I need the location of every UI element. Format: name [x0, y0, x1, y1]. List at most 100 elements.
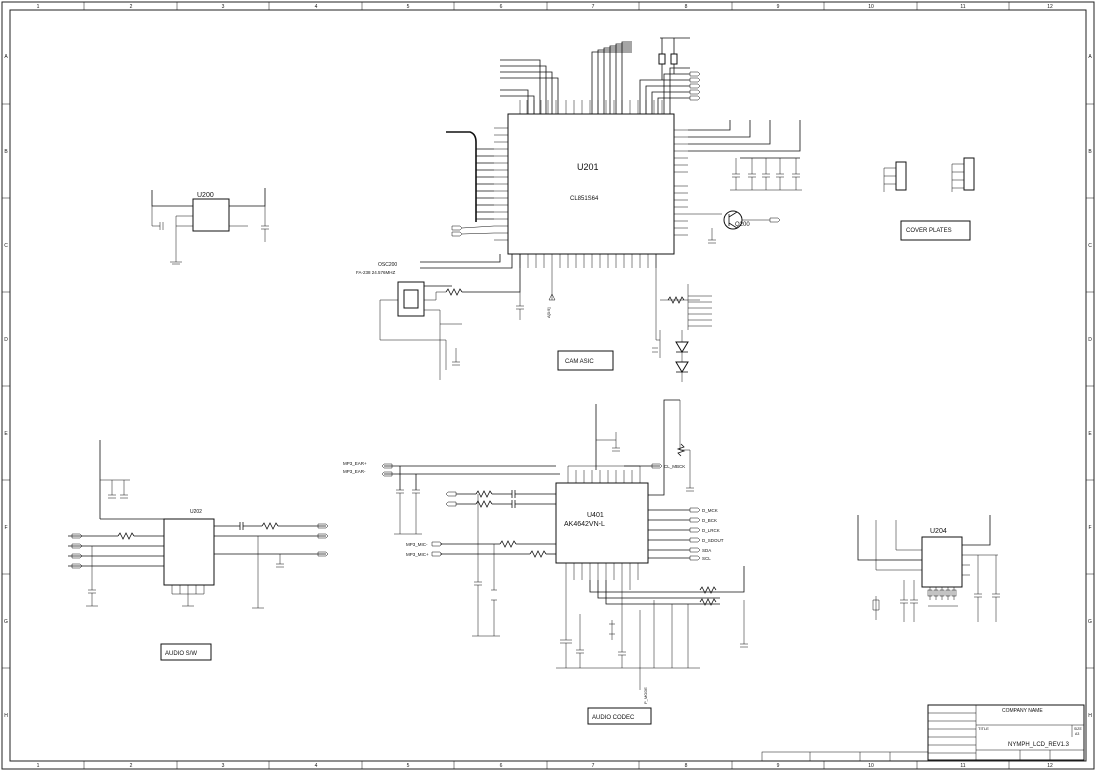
col-label: 6 [500, 763, 503, 769]
u202-block: U202 [68, 440, 329, 609]
osc-block: OSC200 FA-238 24.576MHZ [356, 254, 524, 380]
row-label: A [4, 54, 8, 60]
u201-right-pins [674, 129, 688, 236]
row-label: C [1088, 243, 1092, 249]
net-p-mode: P_MODE [643, 687, 648, 704]
cam-asic-label: CAM ASIC [565, 359, 594, 365]
row-label: D [1088, 337, 1092, 343]
u201-bus-arrow [548, 293, 556, 301]
cam-decoupling [688, 120, 802, 191]
net-d-lrck: D_LRCK [702, 528, 720, 533]
u201-lcd-connector [451, 225, 495, 237]
col-label: 6 [500, 4, 503, 10]
net-mp3-mic-n: MP3_MIC- [406, 542, 428, 547]
col-label: 2 [130, 763, 133, 769]
u204-ref: U204 [930, 528, 947, 535]
row-label: F [4, 525, 7, 531]
row-label: B [4, 149, 8, 155]
col-label: 8 [685, 763, 688, 769]
inner-frame [9, 9, 1087, 762]
u201-ref: U201 [577, 162, 599, 172]
col-label: 5 [407, 763, 410, 769]
u201-top-pins [519, 100, 663, 114]
col-label: 1 [37, 4, 40, 10]
col-label: 3 [222, 4, 225, 10]
u200-block: U200 [151, 188, 269, 265]
cover-plates-label: COVER PLATES [906, 228, 952, 234]
col-label: 1 [37, 763, 40, 769]
col-label: 12 [1047, 763, 1053, 769]
u201-body [507, 113, 675, 255]
u201-lcd-bus [446, 131, 477, 222]
net-d-mck: D_MCK [702, 508, 718, 513]
net-mp3-mic-p: MP3_MIC+ [406, 552, 429, 557]
col-label: 7 [592, 4, 595, 10]
net-mp3-ear-n: MP3_EAR- [343, 469, 366, 474]
col-label: 5 [407, 4, 410, 10]
title-block: COMPANY NAME TITLE SIZE A3 NYMPH_LCD_REV… [927, 704, 1085, 761]
osc-ref: OSC200 [378, 262, 397, 268]
net-d-bck: D_BCK [702, 518, 717, 523]
col-label: 9 [777, 763, 780, 769]
osc-part: FA-238 24.576MHZ [356, 270, 396, 275]
u201-left-pins [494, 127, 508, 241]
audio-sw-label-box [160, 643, 212, 661]
title-label: TITLE [978, 726, 989, 731]
u201-block: U201 CL851S64 [446, 37, 701, 318]
col-label: 10 [868, 763, 874, 769]
col-label: 12 [1047, 4, 1053, 10]
row-label: C [4, 243, 8, 249]
net-mp3-ear-p: MP3_EAR+ [343, 461, 367, 466]
col-label: 10 [868, 4, 874, 10]
row-label: E [1088, 431, 1092, 437]
row-label: H [4, 713, 8, 719]
col-label: 11 [960, 763, 965, 769]
audio-sw-label: AUDIO S/W [165, 651, 197, 657]
col-label: 3 [222, 763, 225, 769]
company-name: COMPANY NAME [1002, 708, 1043, 714]
audio-codec-label: AUDIO CODEC [592, 715, 635, 721]
row-label: B [1088, 149, 1092, 155]
net-sda: SDA [702, 548, 711, 553]
u201-left-bus-wires [476, 148, 494, 220]
audio-codec-label-box [587, 707, 652, 725]
col-label: 9 [777, 4, 780, 10]
u201-pullups [658, 37, 690, 80]
drawing-title: NYMPH_LCD_REV1.3 [1008, 742, 1070, 748]
col-label: 7 [592, 763, 595, 769]
column-ticks [83, 2, 1010, 769]
row-label: D [4, 337, 8, 343]
col-label: 11 [960, 4, 965, 10]
q200-ref: Q200 [735, 222, 750, 228]
u204-block: U204 [857, 515, 1000, 622]
row-label: G [4, 619, 8, 625]
row-label: H [1088, 713, 1092, 719]
row-label: A [1088, 54, 1092, 60]
col-label: 4 [315, 763, 318, 769]
row-label: E [4, 431, 8, 437]
u201-right-connectors [689, 71, 701, 101]
u401-block: U401 AK4642VN-L CL_MBCK [343, 399, 748, 704]
u201-bus-label: A[0:9] [546, 308, 551, 318]
size-label: SIZE [1074, 727, 1082, 731]
size-value: A3 [1075, 732, 1079, 736]
u202-ref: U202 [190, 509, 202, 515]
u200-ref: U200 [197, 192, 214, 199]
u401-ref: U401 [587, 512, 604, 519]
cover-connectors [883, 157, 975, 192]
col-label: 8 [685, 4, 688, 10]
u201-bottom-pins [519, 254, 657, 300]
u201-top-bus [500, 41, 690, 114]
row-label: F [1088, 525, 1091, 531]
revision-table [761, 751, 929, 762]
cam-asic-label-box [557, 350, 614, 371]
cover-plates-label-box [900, 220, 971, 241]
net-d-sdout: D_SDOUT [702, 538, 724, 543]
row-label: G [1088, 619, 1092, 625]
u401-part: AK4642VN-L [564, 521, 605, 528]
u201-part: CL851S64 [570, 196, 599, 202]
cam-io-network [652, 254, 712, 382]
q200-transistor: Q200 [688, 210, 781, 244]
